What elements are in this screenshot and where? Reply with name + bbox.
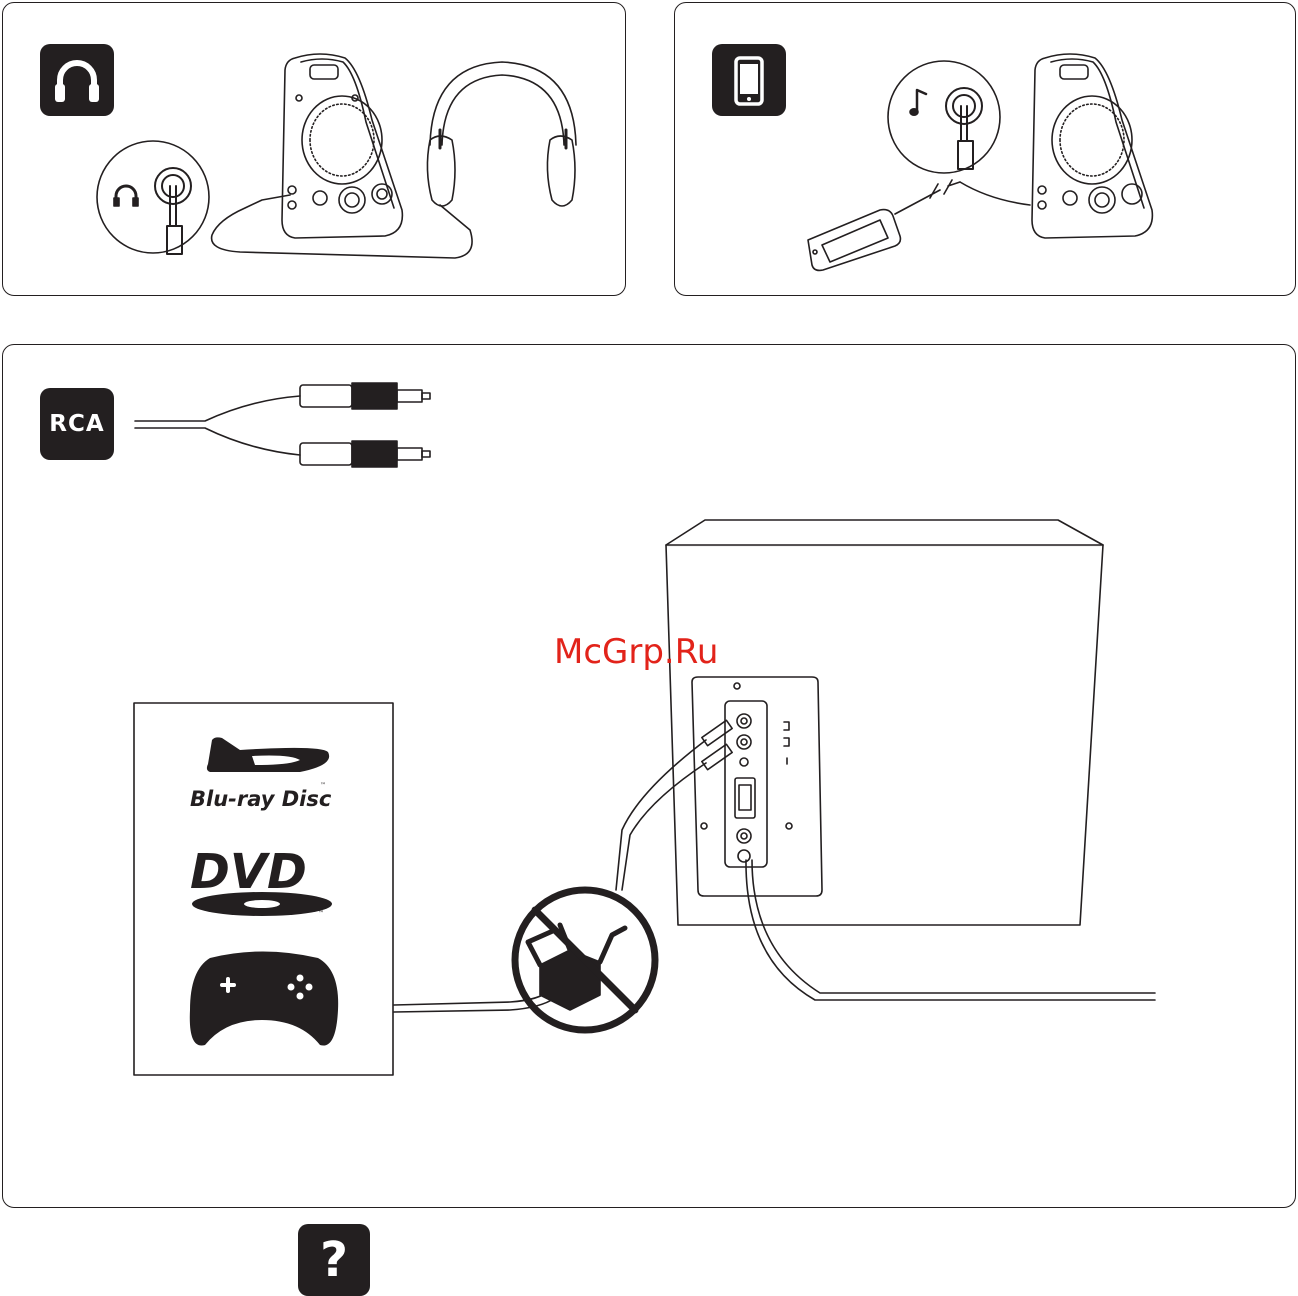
subwoofer: [666, 520, 1103, 925]
bluray-label: Blu-ray Disc: [190, 787, 332, 811]
rca-cable-icon: [135, 383, 430, 467]
watermark: McGrp.Ru: [554, 632, 718, 672]
power-cable: [746, 860, 1155, 1000]
speaker-left: [282, 54, 402, 238]
headphones-drawing: [427, 62, 576, 206]
headphone-jack-callout: [97, 141, 209, 254]
bluray-trademark: ™: [320, 782, 326, 789]
aux-jack-callout: [888, 61, 1000, 173]
smartphone-drawing: [808, 210, 900, 271]
dvd-label: DVD: [190, 844, 307, 900]
gamepad-icon: [190, 952, 338, 1046]
headphone-cable: [212, 195, 473, 258]
speaker-right: [1032, 54, 1152, 238]
aux-cable: [895, 180, 1030, 214]
dvd-trademark: ™: [318, 910, 324, 917]
not-included-icon: [515, 890, 655, 1030]
bluray-logo: [207, 737, 329, 772]
